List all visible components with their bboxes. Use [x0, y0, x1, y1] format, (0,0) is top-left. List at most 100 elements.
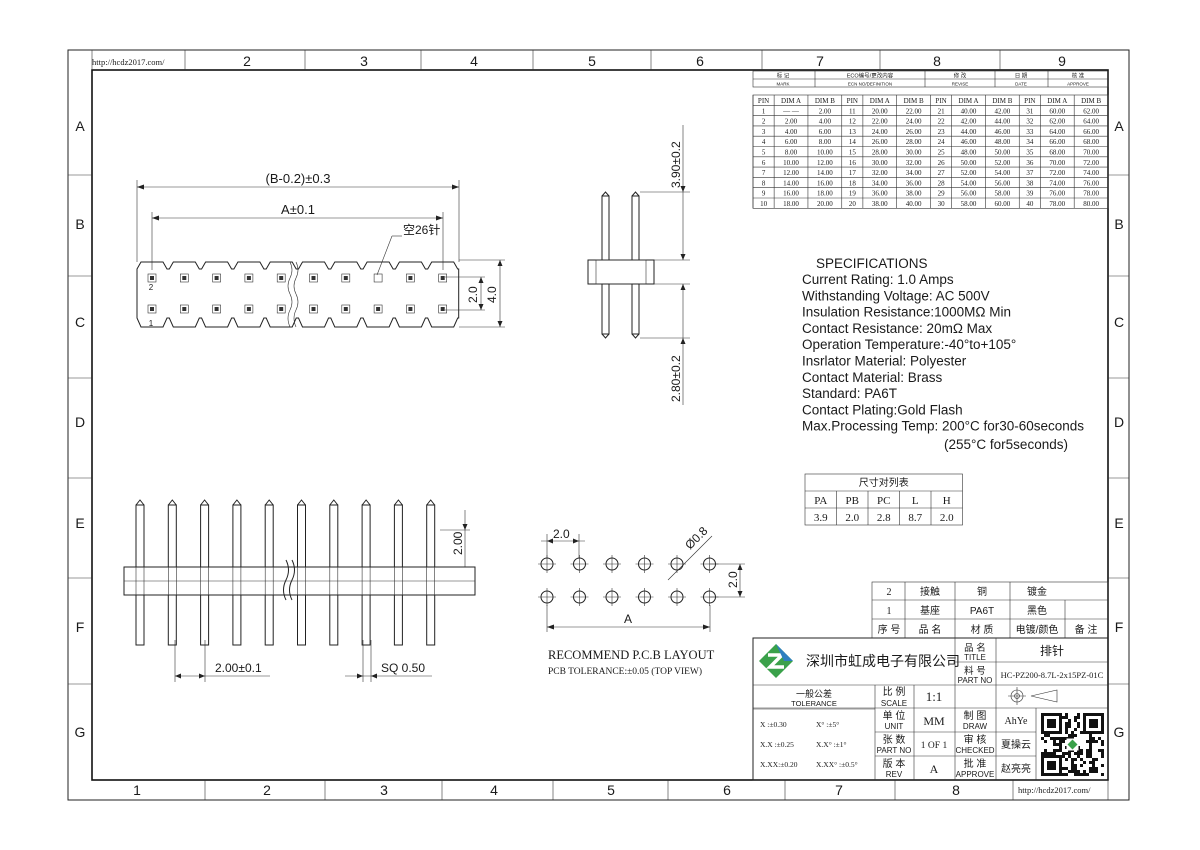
empty-pin-note: 空26针: [403, 222, 440, 237]
dim-cell: 18.00: [783, 200, 799, 208]
dim-cell: 20.00: [872, 107, 888, 115]
dim-b-label: (B-0.2)±0.3: [266, 171, 331, 186]
header-body-top: [136, 261, 460, 328]
pin-square: [244, 273, 254, 283]
rev-mark: 标 记: [777, 72, 790, 80]
dim-cell: 26: [938, 159, 946, 167]
pin-square: [276, 304, 286, 314]
dim-header: DIM B: [904, 97, 924, 105]
rev-date: 日 期: [1015, 73, 1028, 80]
dim-cell: 29: [938, 190, 946, 198]
pin-square: [309, 304, 318, 314]
dim-cell: 22: [938, 118, 946, 126]
pin: [200, 594, 210, 646]
dim-cell: 48.00: [961, 149, 977, 157]
pin: [232, 504, 242, 568]
dim-cell: 44.00: [961, 128, 977, 136]
pcb-layout: 2.0 Ø0.8 2.0 A RECOMMEND P.C.B LAYOUT PC…: [538, 524, 745, 677]
pin-square: [244, 304, 254, 314]
url-top[interactable]: http://hcdz2017.com/: [92, 57, 165, 67]
dim-cell: 10: [760, 200, 768, 208]
dim-cell: 13: [849, 128, 857, 136]
dim-cell: 46.00: [961, 138, 977, 146]
part-name: 接触: [920, 585, 940, 598]
dim-cell: 3: [762, 128, 766, 136]
pin: [264, 504, 274, 568]
parts-header-name: 品 名: [919, 623, 942, 636]
dim-cell: 8: [762, 179, 766, 187]
dim-cell: 12: [849, 118, 857, 126]
tolerance-angular: X.X° :±1°: [816, 740, 847, 749]
size-value: 3.9: [814, 512, 828, 524]
dim-cell: 34.00: [906, 169, 922, 177]
title-label-en: TITLE: [964, 653, 986, 662]
dim-cell: 72.00: [1083, 159, 1099, 167]
dim-cell: 21: [938, 107, 946, 115]
partno-label: 料 号: [964, 665, 986, 677]
pin-square: [406, 304, 415, 314]
dim-cell: 78.00: [1083, 190, 1099, 198]
pin: [200, 504, 210, 568]
dim-cell: 39: [1026, 190, 1034, 198]
dim-cell: 17: [849, 169, 857, 177]
dim-cell: 32: [1026, 118, 1034, 126]
rev-value: A: [930, 762, 939, 776]
zone-left-G: G: [75, 724, 86, 740]
dim-cell: 38.00: [872, 200, 888, 208]
spec-line: Operation Temperature:-40°to+105°: [802, 337, 1016, 352]
dim-cell: 64.00: [1083, 118, 1099, 126]
dim-cell: 56.00: [994, 179, 1010, 187]
dim-cell: 1: [762, 107, 766, 115]
zone-right-G: G: [1114, 724, 1125, 740]
pin: [361, 504, 371, 568]
dim-cell: 30: [938, 200, 946, 208]
dim-cell: 44.00: [994, 118, 1010, 126]
url-bottom[interactable]: http://hcdz2017.com/: [1018, 785, 1091, 795]
dim-cell: 14.00: [817, 169, 833, 177]
dim-cell: 32.00: [906, 159, 922, 167]
revision-header: 标 记 MARK ECO编号/更改内容 ECN NO/DEFINITION 修 …: [752, 70, 1109, 88]
dim-cell: 2.00: [785, 118, 798, 126]
pin-1-marker: 1: [149, 319, 154, 328]
dim-cell: 28.00: [872, 149, 888, 157]
dim-cell: 20: [849, 200, 857, 208]
dim-header: PIN: [1024, 97, 1035, 105]
pin: [135, 594, 145, 646]
dim-cell: 36.00: [872, 190, 888, 198]
dim-header: PIN: [935, 97, 946, 105]
pin: [426, 594, 436, 646]
unit-label-en: UNIT: [885, 722, 904, 731]
pcb-tolerance: PCB TOLERANCE:±0.05 (TOP VIEW): [548, 666, 702, 677]
dim-cell: 22.00: [872, 118, 888, 126]
dim-cell: 76.00: [1083, 179, 1099, 187]
zone-top-2: 2: [243, 53, 251, 69]
dim-cell: 62.00: [1049, 118, 1065, 126]
pin-square: [180, 273, 189, 283]
spec-line: Insrlator Material: Polyester: [802, 354, 967, 369]
dim-cell: 60.00: [1049, 107, 1065, 115]
scale-value: 1:1: [926, 689, 943, 704]
dim-cell: 9: [762, 190, 766, 198]
pin-2-marker: 2: [149, 283, 154, 292]
dim-cell: 4: [762, 138, 766, 146]
dim-header: DIM B: [992, 97, 1012, 105]
zone-right-B: B: [1114, 216, 1123, 232]
dim-cell: 66.00: [1049, 138, 1065, 146]
dim-cell: 62.00: [1083, 107, 1099, 115]
spec-line-last: (255°C for5seconds): [944, 437, 1068, 452]
dim-header: PIN: [758, 97, 769, 105]
title-value: 排针: [1040, 643, 1064, 658]
dim-cell: 76.00: [1049, 190, 1065, 198]
pin: [361, 594, 371, 646]
dim-cell: 42.00: [994, 107, 1010, 115]
dim-cell: 4.00: [819, 118, 832, 126]
dim-cell: 15: [849, 149, 857, 157]
pin-square: [341, 273, 351, 283]
part-material: 铜: [977, 586, 987, 598]
dim-row-4: 4.0: [485, 286, 499, 303]
company-name: 深圳市虹成电子有限公司: [806, 653, 960, 669]
dim-cell: 52.00: [961, 169, 977, 177]
zone-right-F: F: [1115, 619, 1124, 635]
tolerance-angular: X.XX° :±0.5°: [816, 760, 858, 769]
